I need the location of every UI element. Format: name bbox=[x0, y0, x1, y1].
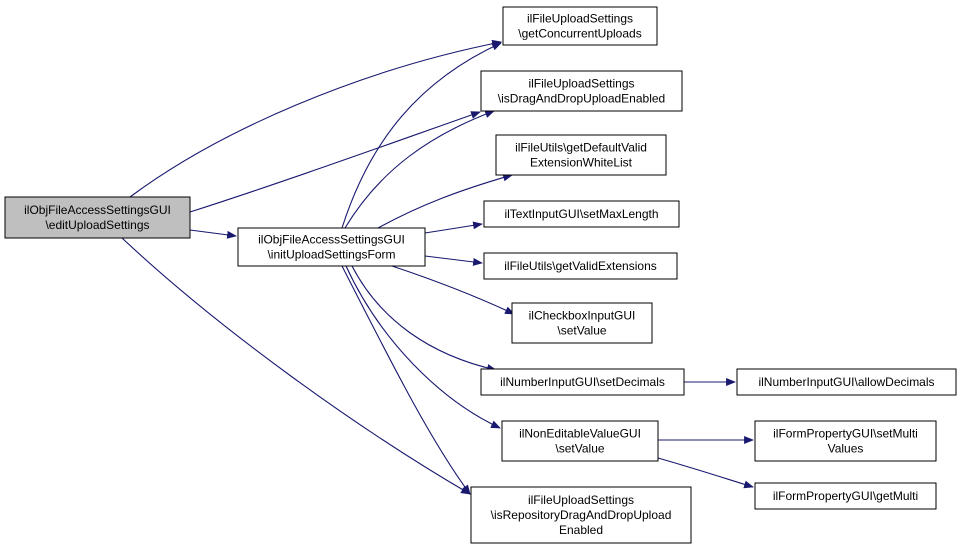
edges-layer bbox=[121, 39, 754, 495]
node-label-line: ilObjFileAccessSettingsGUI bbox=[24, 203, 171, 217]
node-label-line: ilObjFileAccessSettingsGUI bbox=[258, 233, 405, 247]
node-box[interactable] bbox=[511, 302, 653, 344]
edge-arrow bbox=[341, 265, 471, 495]
node-label-line: ilFormPropertyGUI\setMulti bbox=[773, 427, 918, 441]
node-label-line: \setValue bbox=[555, 442, 604, 456]
node-setDecimals[interactable]: ilNumberInputGUI\setDecimals bbox=[480, 368, 685, 396]
node-box[interactable] bbox=[754, 420, 937, 462]
node-box[interactable] bbox=[736, 368, 957, 396]
nodes-layer: ilObjFileAccessSettingsGUI\editUploadSet… bbox=[4, 6, 957, 544]
node-label-line: \isDragAndDropUploadEnabled bbox=[498, 92, 665, 106]
node-box[interactable] bbox=[480, 368, 685, 396]
node-getDefaultValidExtensionWhiteList[interactable]: ilFileUtils\getDefaultValidExtensionWhit… bbox=[495, 134, 667, 176]
edge-arrow bbox=[345, 265, 501, 429]
node-label-line: ilFileUtils\getValidExtensions bbox=[504, 259, 657, 273]
node-label-line: Enabled bbox=[559, 523, 603, 537]
node-isDragAndDropUploadEnabled[interactable]: ilFileUploadSettings\isDragAndDropUpload… bbox=[480, 70, 683, 112]
node-label-line: \getConcurrentUploads bbox=[518, 27, 641, 41]
node-label-line: ilNonEditableValueGUI bbox=[519, 427, 641, 441]
edge-initUploadSettingsForm-to-getValidExtensions bbox=[424, 255, 483, 266]
node-allowDecimals[interactable]: ilNumberInputGUI\allowDecimals bbox=[736, 368, 957, 396]
node-initUploadSettingsForm[interactable]: ilObjFileAccessSettingsGUI\initUploadSet… bbox=[237, 227, 426, 267]
node-label-line: ilFileUploadSettings bbox=[528, 493, 634, 507]
edge-initUploadSettingsForm-to-nonEditableSetValue bbox=[345, 265, 501, 429]
edge-arrow bbox=[189, 111, 481, 213]
edge-arrow bbox=[121, 237, 471, 495]
edge-arrow bbox=[424, 221, 483, 234]
node-box[interactable] bbox=[501, 420, 659, 462]
edge-nonEditableSetValue-to-getMulti bbox=[657, 457, 754, 489]
node-setMaxLength[interactable]: ilTextInputGUI\setMaxLength bbox=[483, 200, 680, 228]
node-box[interactable] bbox=[502, 6, 658, 46]
node-getMulti[interactable]: ilFormPropertyGUI\getMulti bbox=[754, 482, 937, 510]
edge-arrow bbox=[341, 42, 502, 229]
node-label-line: \isRepositoryDragAndDropUpload bbox=[491, 508, 672, 522]
edge-arrow bbox=[657, 457, 754, 489]
edge-editUploadSettings-to-isDragAndDropUploadEnabled bbox=[189, 111, 481, 213]
node-getValidExtensions[interactable]: ilFileUtils\getValidExtensions bbox=[483, 252, 678, 280]
edge-editUploadSettings-to-getConcurrentUploads bbox=[129, 39, 502, 198]
edge-arrow bbox=[351, 265, 497, 372]
node-label-line: ilFormPropertyGUI\getMulti bbox=[773, 489, 918, 503]
node-editUploadSettings[interactable]: ilObjFileAccessSettingsGUI\editUploadSet… bbox=[4, 196, 191, 239]
node-label-line: ilFileUtils\getDefaultValid bbox=[515, 141, 647, 155]
node-label-line: ExtensionWhiteList bbox=[530, 156, 633, 170]
node-box[interactable] bbox=[483, 252, 678, 280]
node-box[interactable] bbox=[483, 200, 680, 228]
node-label-line: \editUploadSettings bbox=[45, 218, 149, 232]
node-checkboxSetValue[interactable]: ilCheckboxInputGUI\setValue bbox=[511, 302, 653, 344]
edge-arrow bbox=[391, 265, 515, 315]
edge-initUploadSettingsForm-to-isRepositoryDragAndDropUploadEnabled bbox=[341, 265, 471, 495]
node-label-line: ilNumberInputGUI\allowDecimals bbox=[758, 375, 934, 389]
edge-arrow bbox=[189, 229, 237, 239]
edge-arrow bbox=[344, 110, 495, 229]
node-nonEditableSetValue[interactable]: ilNonEditableValueGUI\setValue bbox=[501, 420, 659, 462]
node-box[interactable] bbox=[4, 196, 191, 239]
edge-initUploadSettingsForm-to-isDragAndDropUploadEnabled bbox=[344, 110, 495, 229]
node-box[interactable] bbox=[480, 70, 683, 112]
node-label-line: \setValue bbox=[557, 324, 606, 338]
edge-arrow bbox=[377, 173, 513, 229]
edge-arrow bbox=[424, 255, 483, 266]
node-label-line: ilNumberInputGUI\setDecimals bbox=[500, 375, 665, 389]
edge-initUploadSettingsForm-to-setDecimals bbox=[351, 265, 497, 372]
edge-initUploadSettingsForm-to-getDefaultValidExtensionWhiteList bbox=[377, 173, 513, 229]
edge-editUploadSettings-to-initUploadSettingsForm bbox=[189, 229, 237, 239]
edge-initUploadSettingsForm-to-getConcurrentUploads bbox=[341, 42, 502, 229]
node-label-line: ilTextInputGUI\setMaxLength bbox=[504, 207, 658, 221]
edge-initUploadSettingsForm-to-setMaxLength bbox=[424, 221, 483, 234]
edge-editUploadSettings-to-isRepositoryDragAndDropUploadEnabled bbox=[121, 237, 471, 495]
node-label-line: ilFileUploadSettings bbox=[528, 77, 634, 91]
node-box[interactable] bbox=[495, 134, 667, 176]
node-label-line: ilCheckboxInputGUI bbox=[529, 309, 636, 323]
node-label-line: \initUploadSettingsForm bbox=[267, 248, 395, 262]
node-box[interactable] bbox=[470, 486, 692, 544]
node-isRepositoryDragAndDropUploadEnabled[interactable]: ilFileUploadSettings\isRepositoryDragAnd… bbox=[470, 486, 692, 544]
node-label-line: ilFileUploadSettings bbox=[527, 12, 633, 26]
node-box[interactable] bbox=[237, 227, 426, 267]
node-box[interactable] bbox=[754, 482, 937, 510]
node-getConcurrentUploads[interactable]: ilFileUploadSettings\getConcurrentUpload… bbox=[502, 6, 658, 46]
edge-arrow bbox=[129, 39, 502, 198]
node-label-line: Values bbox=[828, 442, 864, 456]
edge-initUploadSettingsForm-to-checkboxSetValue bbox=[391, 265, 515, 315]
